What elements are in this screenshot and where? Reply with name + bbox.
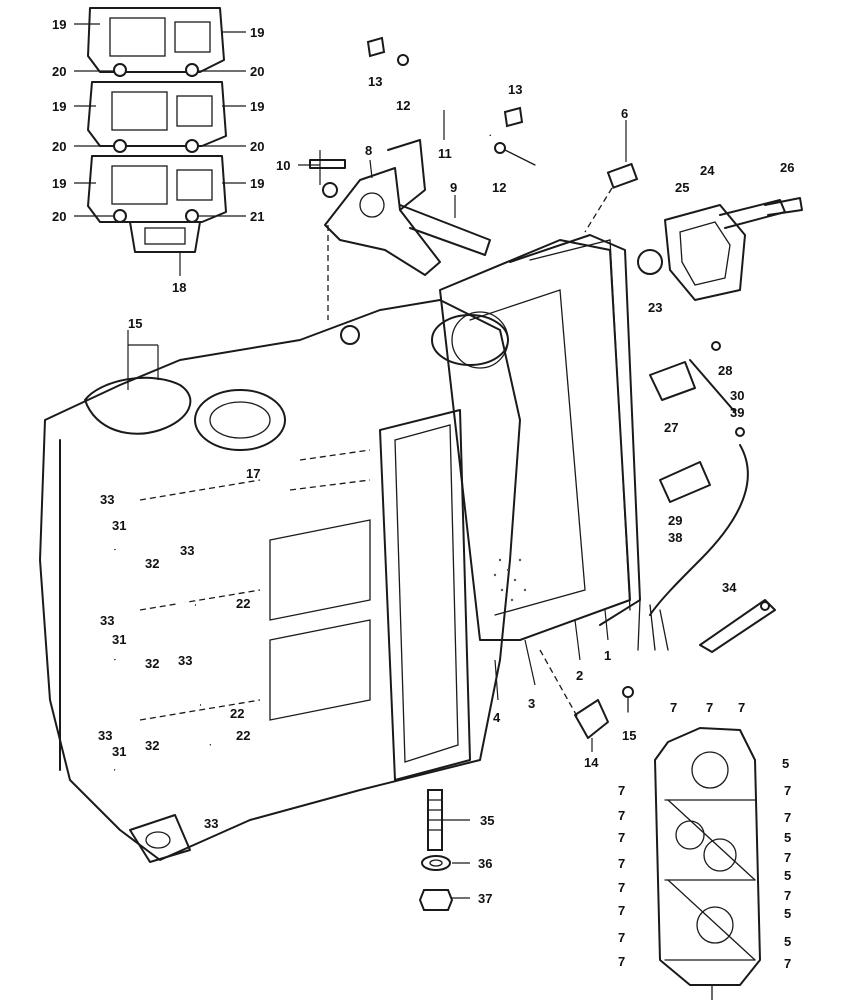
sensors-and-wiring [637, 341, 776, 653]
callout-19b: 19 [250, 25, 264, 40]
callout-22c: 22 [236, 728, 250, 743]
callout-19e: 19 [52, 176, 66, 191]
callout-15b: 15 [622, 728, 636, 743]
callout-28: 28 [718, 363, 732, 378]
callout-7m: 7 [618, 903, 625, 918]
thermostat-housing [584, 162, 803, 301]
callout-20c: 20 [52, 139, 66, 154]
callout-labels: 19 19 20 20 19 19 20 20 19 19 20 21 18 1… [52, 17, 794, 971]
callout-33f: 33 [204, 816, 218, 831]
callout-26: 26 [780, 160, 794, 175]
callout-11: 11 [438, 146, 452, 161]
callout-21: 21 [250, 209, 264, 224]
callout-2: 2 [576, 668, 583, 683]
callout-20a: 20 [52, 64, 66, 79]
intake-reed-plate-assembly [87, 7, 227, 253]
callout-36: 36 [478, 856, 492, 871]
callout-7f: 7 [618, 808, 625, 823]
callout-7b: 7 [706, 700, 713, 715]
callout-10: 10 [276, 158, 290, 173]
callout-24: 24 [700, 163, 715, 178]
callout-19a: 19 [52, 17, 66, 32]
callout-14: 14 [584, 755, 599, 770]
callout-20d: 20 [250, 139, 264, 154]
bracket-part-8-9 [309, 139, 491, 276]
callout-7e: 7 [784, 783, 791, 798]
callout-32c: 32 [145, 738, 159, 753]
callout-7i: 7 [784, 850, 791, 865]
hose-and-clips [366, 36, 536, 166]
callout-13a: 13 [368, 74, 382, 89]
callout-7k: 7 [618, 880, 625, 895]
cylinder-block [39, 225, 521, 863]
callout-7a: 7 [670, 700, 677, 715]
callout-7j: 7 [618, 856, 625, 871]
callout-12b: 12 [492, 180, 506, 195]
callout-33b: 33 [180, 543, 194, 558]
callout-33d: 33 [178, 653, 192, 668]
callout-5d: 5 [784, 906, 791, 921]
callout-38: 38 [668, 530, 682, 545]
callout-27: 27 [664, 420, 678, 435]
callout-20e: 20 [52, 209, 66, 224]
callout-6: 6 [621, 106, 628, 121]
callout-32b: 32 [145, 656, 159, 671]
callout-5c: 5 [784, 868, 791, 883]
callout-32a: 32 [145, 556, 159, 571]
callout-1: 1 [604, 648, 611, 663]
stud-washer-nut [418, 789, 454, 911]
callout-7h: 7 [618, 830, 625, 845]
callout-5a: 5 [782, 756, 789, 771]
callout-19c: 19 [52, 99, 66, 114]
callout-7g: 7 [784, 810, 791, 825]
exhaust-cover-gasket [654, 727, 761, 1000]
callout-7c: 7 [738, 700, 745, 715]
callout-33a: 33 [100, 492, 114, 507]
cylinder-head-gaskets [439, 234, 641, 641]
callout-5e: 5 [784, 934, 791, 949]
callout-8: 8 [365, 143, 372, 158]
callout-19f: 19 [250, 176, 264, 191]
callout-31a: 31 [112, 518, 126, 533]
callout-39: 39 [730, 405, 744, 420]
callout-19d: 19 [250, 99, 264, 114]
callout-18: 18 [172, 280, 186, 295]
callout-25: 25 [675, 180, 689, 195]
callout-23: 23 [648, 300, 662, 315]
callout-33c: 33 [100, 613, 114, 628]
callout-22b: 22 [230, 706, 244, 721]
callout-31c: 31 [112, 744, 126, 759]
callout-7o: 7 [618, 954, 625, 969]
callout-7p: 7 [784, 956, 791, 971]
callout-30: 30 [730, 388, 744, 403]
callout-33e: 33 [98, 728, 112, 743]
callout-7n: 7 [618, 930, 625, 945]
callout-35: 35 [480, 813, 494, 828]
callout-37: 37 [478, 891, 492, 906]
callout-20b: 20 [250, 64, 264, 79]
callout-7d: 7 [618, 783, 625, 798]
callout-13b: 13 [508, 82, 522, 97]
callout-22a: 22 [236, 596, 250, 611]
callout-29: 29 [668, 513, 682, 528]
callout-5b: 5 [784, 830, 791, 845]
leader-lines [74, 23, 627, 899]
callout-31b: 31 [112, 632, 126, 647]
callout-3: 3 [528, 696, 535, 711]
callout-4: 4 [493, 710, 501, 725]
callout-12a: 12 [396, 98, 410, 113]
callout-7l: 7 [784, 888, 791, 903]
callout-15a: 15 [128, 316, 142, 331]
callout-9: 9 [450, 180, 457, 195]
callout-17: 17 [246, 466, 260, 481]
small-plate-and-bolt [539, 649, 634, 739]
callout-34: 34 [722, 580, 737, 595]
